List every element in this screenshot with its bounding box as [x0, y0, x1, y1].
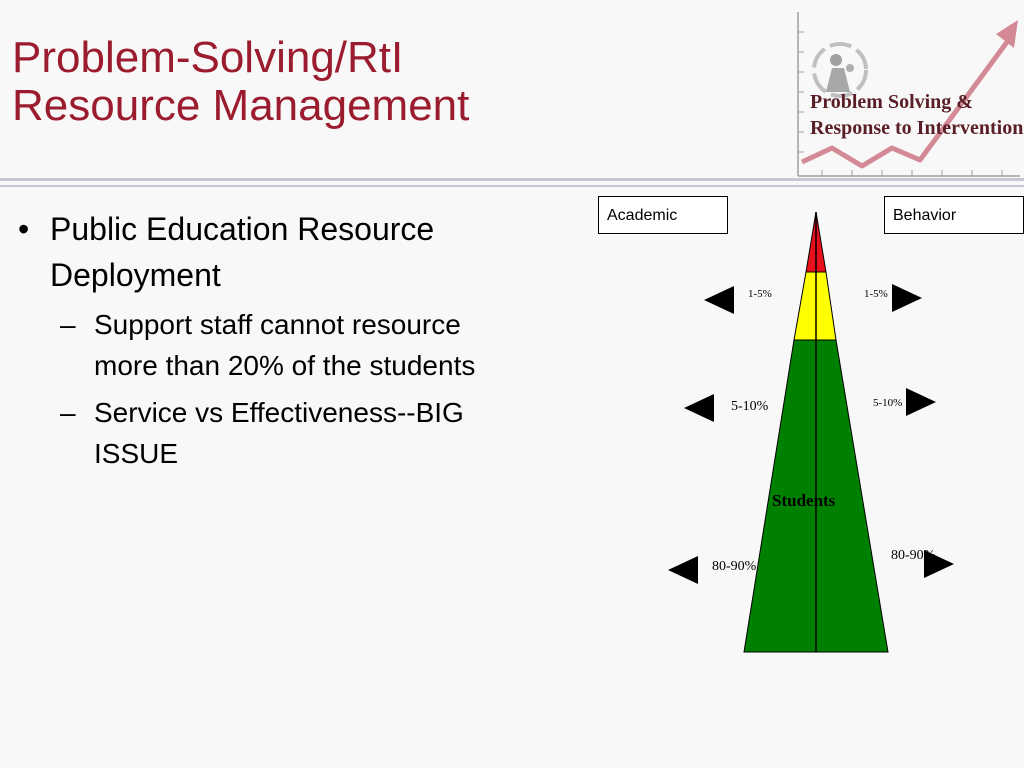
behavior-tier-green-percent: 80-90% — [891, 548, 936, 563]
circle-people-icon — [812, 42, 868, 98]
tier-yellow-segment — [793, 271, 837, 341]
bullet-list: • Public Education Resource Deployment –… — [18, 206, 518, 474]
slide-title: Problem-Solving/RtI Resource Management — [12, 34, 469, 130]
right-arrow-icon — [924, 550, 954, 578]
left-arrow-icon — [684, 394, 714, 422]
behavior-tier-red-percent: 1-5% — [864, 288, 888, 300]
academic-header-label: Academic — [607, 207, 678, 224]
title-line-2: Resource Management — [12, 81, 470, 130]
academic-header-box: Academic — [598, 196, 728, 234]
left-arrow-icon — [668, 556, 698, 584]
academic-tier-green-percent: 80-90% — [712, 559, 757, 574]
sub-bullet-item: – Service vs Effectiveness--BIG ISSUE — [18, 392, 518, 474]
header-divider-bottom — [0, 185, 1024, 187]
left-arrow-icon — [704, 286, 734, 314]
rti-logo: Problem Solving & Response to Interventi… — [797, 12, 1023, 177]
bullet-text: Public Education Resource Deployment — [50, 211, 435, 293]
students-label: Students — [772, 491, 836, 510]
sub-bullet-item: – Support staff cannot resource more tha… — [18, 304, 518, 386]
academic-tier-red-percent: 1-5% — [748, 288, 772, 300]
sub-bullet-text: Service vs Effectiveness--BIG ISSUE — [94, 397, 464, 469]
title-line-1: Problem-Solving/RtI — [12, 33, 404, 82]
behavior-tier-yellow-percent: 5-10% — [873, 397, 902, 409]
bullet-dot: • — [18, 211, 30, 247]
academic-tier-yellow-percent: 5-10% — [731, 399, 769, 414]
behavior-header-label: Behavior — [893, 207, 957, 224]
sub-bullet-text: Support staff cannot resource more than … — [94, 309, 476, 381]
sub-bullet-dash: – — [60, 397, 76, 428]
right-arrow-icon — [892, 284, 922, 312]
bullet-item: • Public Education Resource Deployment — [18, 206, 518, 298]
sub-bullet-dash: – — [60, 309, 76, 340]
logo-line-2: Response to Intervention — [810, 117, 1023, 139]
right-arrow-icon — [906, 388, 936, 416]
logo-line-1: Problem Solving & — [810, 91, 973, 113]
header-divider-top — [0, 178, 1024, 181]
behavior-header-box: Behavior — [884, 196, 1024, 234]
